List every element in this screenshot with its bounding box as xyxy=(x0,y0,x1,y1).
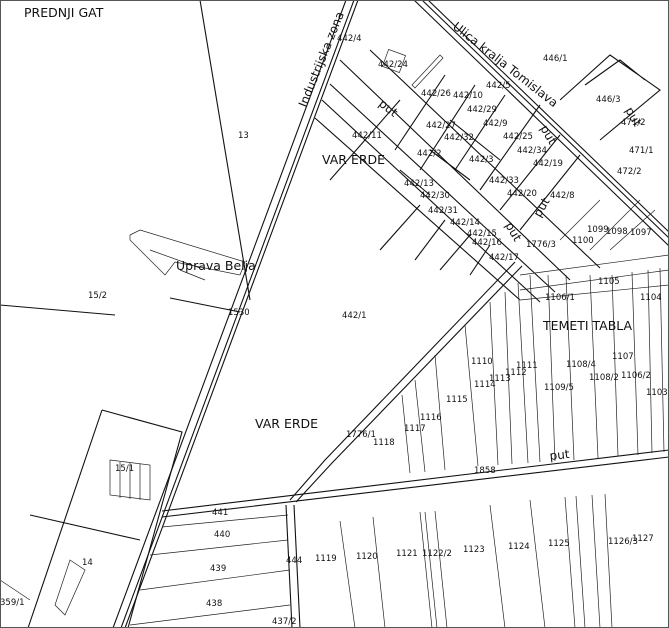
parcel-number: 442/29 xyxy=(467,105,497,115)
street-label-put: put xyxy=(549,447,571,463)
area-label-var-erde: VAR ERDE xyxy=(255,416,318,431)
street-label-industrijska-zona: Industrijska zona xyxy=(296,10,347,110)
parcel-number: 442/27 xyxy=(426,121,456,131)
parcel-number: 15/1 xyxy=(115,464,134,474)
parcel-number: 14 xyxy=(82,558,93,568)
parcel-number: 471/1 xyxy=(629,146,654,156)
street-label-put: put xyxy=(537,123,559,148)
parcel-number: 439 xyxy=(210,564,226,574)
parcel-number: 442/1 xyxy=(342,311,367,321)
parcel-number: 442/5 xyxy=(486,81,511,91)
parcel-number: 1115 xyxy=(446,395,468,405)
parcel-number: 442/30 xyxy=(420,191,450,201)
parcel-number: 1118 xyxy=(373,438,395,448)
parcel-number: 442/16 xyxy=(472,238,502,248)
parcel-number: 472/2 xyxy=(617,167,642,177)
parcel-number: 1103 xyxy=(646,388,668,398)
parcel-number: 1120 xyxy=(356,552,378,562)
parcel-number: 446/3 xyxy=(596,95,621,105)
parcel-number: 442/17 xyxy=(489,253,519,263)
parcel-number: 1119 xyxy=(315,554,337,564)
parcel-number: 441 xyxy=(212,508,228,518)
parcel-number: 1099 xyxy=(587,225,609,235)
parcel-number: 1116 xyxy=(420,413,442,423)
parcel-number: 1097 xyxy=(630,228,652,238)
parcel-number: 1127 xyxy=(632,534,654,544)
parcel-number: 1108/2 xyxy=(589,373,619,383)
parcel-number: 442/15 xyxy=(467,229,497,239)
parcel-number: 442/10 xyxy=(453,91,483,101)
parcel-number: 1124 xyxy=(508,542,530,552)
parcel-number: 440 xyxy=(214,530,230,540)
parcel-number: 13 xyxy=(238,131,249,141)
parcel-number: 442/8 xyxy=(550,191,575,201)
parcel-number: 1110 xyxy=(471,357,493,367)
parcel-number: 1111 xyxy=(516,361,538,371)
parcel-number: 1109/5 xyxy=(544,383,574,393)
parcel-number: 442/2 xyxy=(417,149,442,159)
parcel-number: 438 xyxy=(206,599,222,609)
parcel-number: 1126/3 xyxy=(608,537,638,547)
parcel-number: 442/24 xyxy=(378,60,408,70)
parcel-number: 442/20 xyxy=(507,189,537,199)
parcel-number: 442/34 xyxy=(517,146,547,156)
parcel-number: 442/25 xyxy=(503,132,533,142)
parcel-number: 437/2 xyxy=(272,617,297,627)
parcel-number: 15/2 xyxy=(88,291,107,301)
parcel-number: 1530 xyxy=(228,308,250,318)
parcel-number: 442/11 xyxy=(352,131,382,141)
parcel-number: 442/19 xyxy=(533,159,563,169)
parcel-number: 1104 xyxy=(640,293,662,303)
parcel-number: 442/3 xyxy=(469,155,494,165)
parcel-number: 444 xyxy=(286,556,302,566)
parcel-number: 1858 xyxy=(474,466,496,476)
parcel-number: 442/26 xyxy=(421,89,451,99)
parcel-number: 1776/1 xyxy=(346,430,376,440)
parcel-number: 442/31 xyxy=(428,206,458,216)
parcel-number: 442/9 xyxy=(483,119,508,129)
parcel-number: 442/33 xyxy=(489,176,519,186)
parcel-number: 1123 xyxy=(463,545,485,555)
parcel-number: 471/2 xyxy=(621,118,646,128)
parcel-number: 1105 xyxy=(598,277,620,287)
parcel-number: 1100 xyxy=(572,236,594,246)
parcel-number: 1121 xyxy=(396,549,418,559)
area-label-var-erde: VAR ERDE xyxy=(322,152,385,167)
parcel-number: 1122/2 xyxy=(422,549,452,559)
parcel-number: 1113 xyxy=(489,374,511,384)
parcel-number: 1106/2 xyxy=(621,371,651,381)
street-label-put: put xyxy=(502,220,524,245)
street-label-put: put xyxy=(376,96,401,119)
parcel-number: 442/4 xyxy=(337,34,362,44)
parcel-number: 1125 xyxy=(548,539,570,549)
area-label-temeti-tabla: TEMETI TABLA xyxy=(542,318,633,333)
parcel-number: 1098 xyxy=(606,227,628,237)
parcel-number: 442/13 xyxy=(404,179,434,189)
parcel-number: 1117 xyxy=(404,424,426,434)
parcel-number: 442/32 xyxy=(444,133,474,143)
parcel-number: 442/14 xyxy=(450,218,480,228)
parcel-number: 1114 xyxy=(474,380,496,390)
parcel-number: 1776/3 xyxy=(526,240,556,250)
parcel-number: 446/1 xyxy=(543,54,568,64)
parcel-number: 359/1 xyxy=(0,598,25,608)
parcel-number: 1106/1 xyxy=(545,293,575,303)
parcel-number: 1107 xyxy=(612,352,634,362)
parcel-number: 1112 xyxy=(505,368,527,378)
area-label-uprava-belja: Uprava Belja xyxy=(176,258,256,273)
parcel-number: 1108/4 xyxy=(566,360,596,370)
area-label-prednji-gat: PREDNJI GAT xyxy=(24,5,104,20)
